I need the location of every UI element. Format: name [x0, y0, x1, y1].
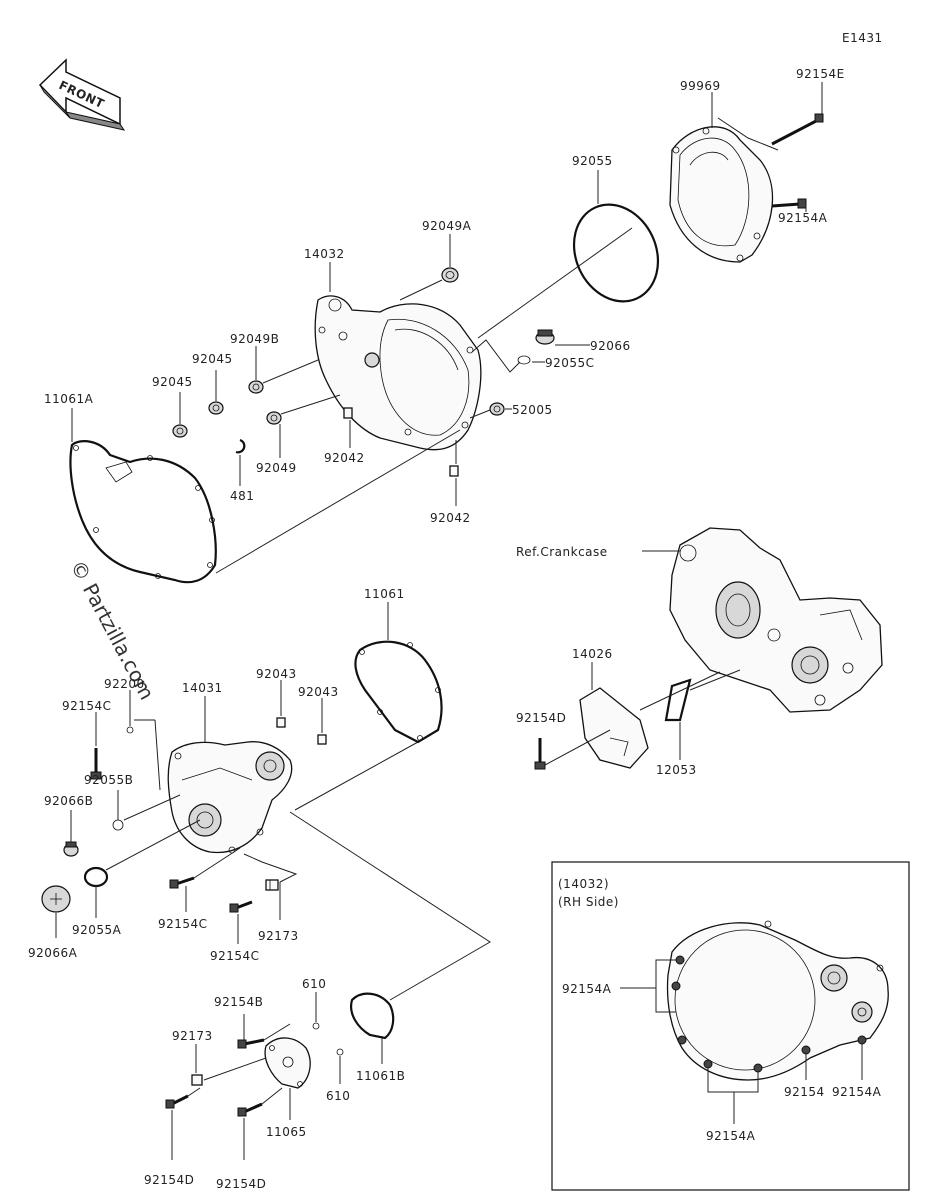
label-92049: 92049 [256, 461, 297, 475]
cap-92066A [41, 885, 71, 913]
gasket-11061A [69, 440, 217, 584]
label-92173-upper: 92173 [258, 929, 299, 943]
o-ring-92055B [112, 819, 124, 831]
label-14031: 14031 [182, 681, 223, 695]
label-610-upper: 610 [302, 977, 326, 991]
label-92154C-middle: 92154C [158, 917, 208, 931]
small-cover-11065 [264, 1037, 311, 1089]
washer-92200 [126, 726, 134, 734]
label-92066: 92066 [590, 339, 631, 353]
label-92049A: 92049A [422, 219, 472, 233]
label-92055B: 92055B [84, 773, 133, 787]
label-92045-upper: 92045 [192, 352, 233, 366]
clamp-92173-upper [265, 879, 279, 891]
bolt-92154C-upper [90, 748, 102, 780]
label-12053: 12053 [656, 763, 697, 777]
dowel-92043-a [276, 717, 286, 728]
label-610-lower: 610 [326, 1089, 350, 1103]
label-92049B: 92049B [230, 332, 279, 346]
dowel-92043-b [317, 734, 327, 745]
inset-label-92154A-bottom: 92154A [706, 1129, 756, 1143]
label-14026: 14026 [572, 647, 613, 661]
label-92043-a: 92043 [256, 667, 297, 681]
label-92043-b: 92043 [298, 685, 339, 699]
o-ring-92055A [83, 866, 109, 888]
bolt-92154D-left [165, 1094, 189, 1109]
label-92154B: 92154B [214, 995, 263, 1009]
label-99969: 99969 [680, 79, 721, 93]
inset-rh-side: (14032) (RH Side) 92154A 92154A [551, 861, 910, 1191]
o-ring-92055 [572, 203, 660, 303]
seal-92049A [441, 267, 459, 283]
bolt-92154A-top [771, 198, 807, 209]
label-481: 481 [230, 489, 254, 503]
circlip-481 [235, 438, 246, 454]
label-92154D-left: 92154D [144, 1173, 194, 1187]
inset-cover-part [666, 920, 889, 1081]
label-92173-lower: 92173 [172, 1029, 213, 1043]
gasket-11061B [350, 992, 395, 1040]
inset-label-92154: 92154 [784, 1085, 825, 1099]
label-11061: 11061 [364, 587, 405, 601]
gasket-11061 [354, 640, 443, 744]
ref-crankcase-label: Ref.Crankcase [516, 545, 608, 559]
label-92055A: 92055A [72, 923, 122, 937]
plug-92066 [535, 329, 555, 345]
bolt-92154E [771, 113, 824, 146]
seal-92049 [266, 411, 282, 425]
label-92154C-upper: 92154C [62, 699, 112, 713]
bracket-12053 [664, 678, 692, 722]
bolt-92154B [237, 1038, 265, 1049]
label-14032: 14032 [304, 247, 345, 261]
inset-label-92154A-right: 92154A [832, 1085, 882, 1099]
plug-92066B [63, 841, 79, 857]
dowel-92042-a [343, 407, 353, 419]
front-arrow-icon: FRONT [38, 58, 126, 131]
guard-14026 [579, 687, 649, 769]
pin-610-lower [336, 1048, 344, 1056]
inset-title-line1: (14032) [558, 877, 609, 891]
seal-52005 [489, 402, 505, 416]
inset-label-92154A-left: 92154A [562, 982, 612, 996]
bolt-92154D-right [237, 1102, 263, 1117]
label-92066B: 92066B [44, 794, 93, 808]
label-11065: 11065 [266, 1125, 307, 1139]
bearing-92045-lower [172, 424, 188, 438]
bearing-92045-upper [208, 401, 224, 415]
bolt-92154C-middle [169, 876, 195, 889]
label-92154A-top: 92154A [778, 211, 828, 225]
label-92154D-guard: 92154D [516, 711, 566, 725]
label-92154C-lower: 92154C [210, 949, 260, 963]
bolt-92154C-lower [229, 900, 253, 913]
label-92042-a: 92042 [324, 451, 365, 465]
rh-cover-part [314, 295, 482, 451]
clamp-92173-lower [191, 1074, 203, 1086]
diagram-code: E1431 [842, 31, 883, 45]
lh-cover-part [167, 741, 293, 854]
label-52005: 52005 [512, 403, 553, 417]
label-92154D-right: 92154D [216, 1177, 266, 1191]
bolt-92154D-guard [534, 738, 546, 770]
dowel-92042-b [449, 465, 459, 477]
label-92042-b: 92042 [430, 511, 471, 525]
label-11061A: 11061A [44, 392, 94, 406]
label-92045-lower: 92045 [152, 375, 193, 389]
o-ring-92055C [517, 355, 531, 365]
inset-title-line2: (RH Side) [558, 895, 619, 909]
label-92200: 92200 [104, 677, 145, 691]
label-92154E: 92154E [796, 67, 845, 81]
clutch-cover-part [669, 126, 774, 263]
crankcase-ref-part [669, 527, 883, 713]
label-92055C: 92055C [545, 356, 595, 370]
label-92066A: 92066A [28, 946, 78, 960]
seal-92049B [248, 380, 264, 394]
label-11061B: 11061B [356, 1069, 405, 1083]
pin-610-upper [312, 1022, 320, 1030]
label-92055: 92055 [572, 154, 613, 168]
